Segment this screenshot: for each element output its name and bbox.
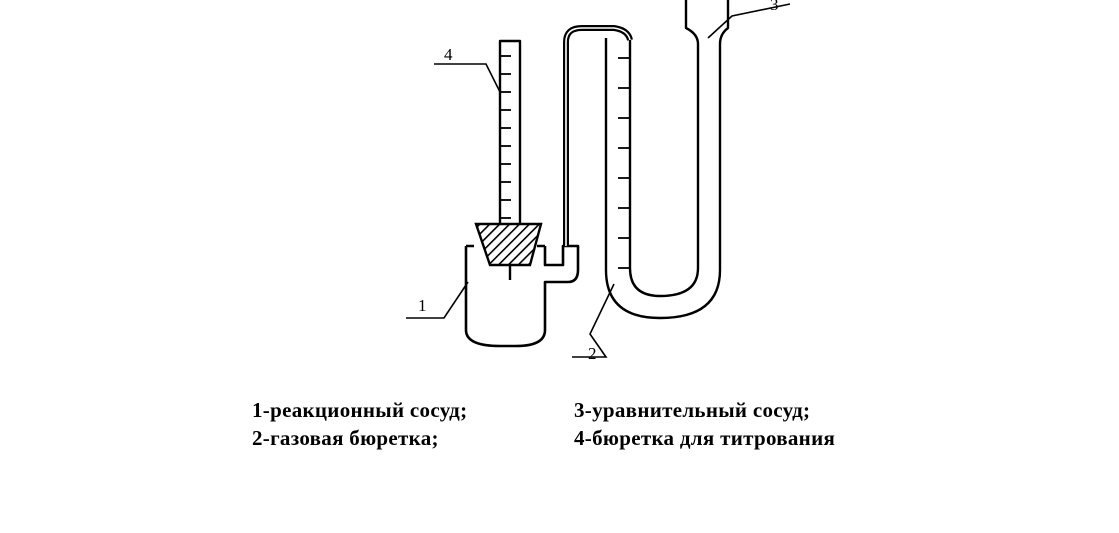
callout-4: 4: [444, 45, 453, 64]
legend-item-3: 3-уравнительный сосуд;: [574, 398, 811, 422]
legend-right-column: 3-уравнительный сосуд; 4-бюретка для тит…: [574, 396, 835, 452]
gas-burette-scale-ticks: [618, 57, 630, 269]
reaction-vessel: [464, 244, 580, 348]
callout-3: 3: [770, 0, 779, 14]
callout-leaders: [406, 3, 791, 358]
gas-burette: [604, 0, 730, 320]
legend-item-4: 4-бюретка для титрования: [574, 426, 836, 450]
connecting-hose: [563, 25, 633, 246]
rubber-stopper: [474, 222, 543, 267]
callout-1: 1: [418, 296, 427, 315]
legend-item-2: 2-газовая бюретка;: [252, 426, 439, 450]
callout-2: 2: [588, 344, 597, 363]
legend-left-column: 1-реакционный сосуд; 2-газовая бюретка;: [252, 396, 467, 452]
burette-scale-ticks: [500, 55, 511, 219]
legend-item-1: 1-реакционный сосуд;: [252, 398, 468, 422]
